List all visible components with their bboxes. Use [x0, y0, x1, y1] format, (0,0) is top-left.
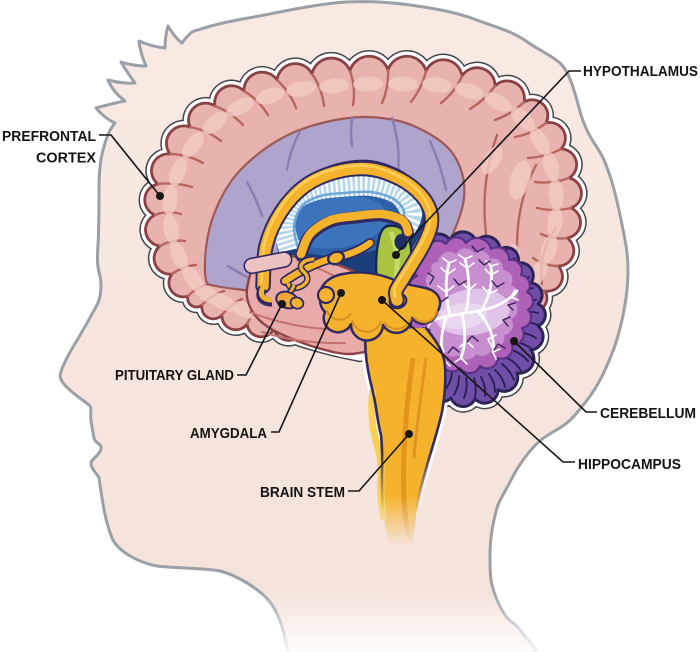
svg-text:CEREBELLUM: CEREBELLUM [600, 405, 696, 422]
svg-text:BRAIN STEM: BRAIN STEM [260, 484, 345, 501]
svg-text:CORTEX: CORTEX [36, 150, 96, 167]
svg-text:HYPOTHALAMUS: HYPOTHALAMUS [583, 63, 698, 80]
svg-text:HIPPOCAMPUS: HIPPOCAMPUS [578, 456, 681, 473]
svg-text:AMYGDALA: AMYGDALA [190, 425, 267, 442]
svg-text:PREFRONTAL: PREFRONTAL [2, 128, 96, 145]
svg-text:PITUITARY GLAND: PITUITARY GLAND [115, 367, 234, 384]
